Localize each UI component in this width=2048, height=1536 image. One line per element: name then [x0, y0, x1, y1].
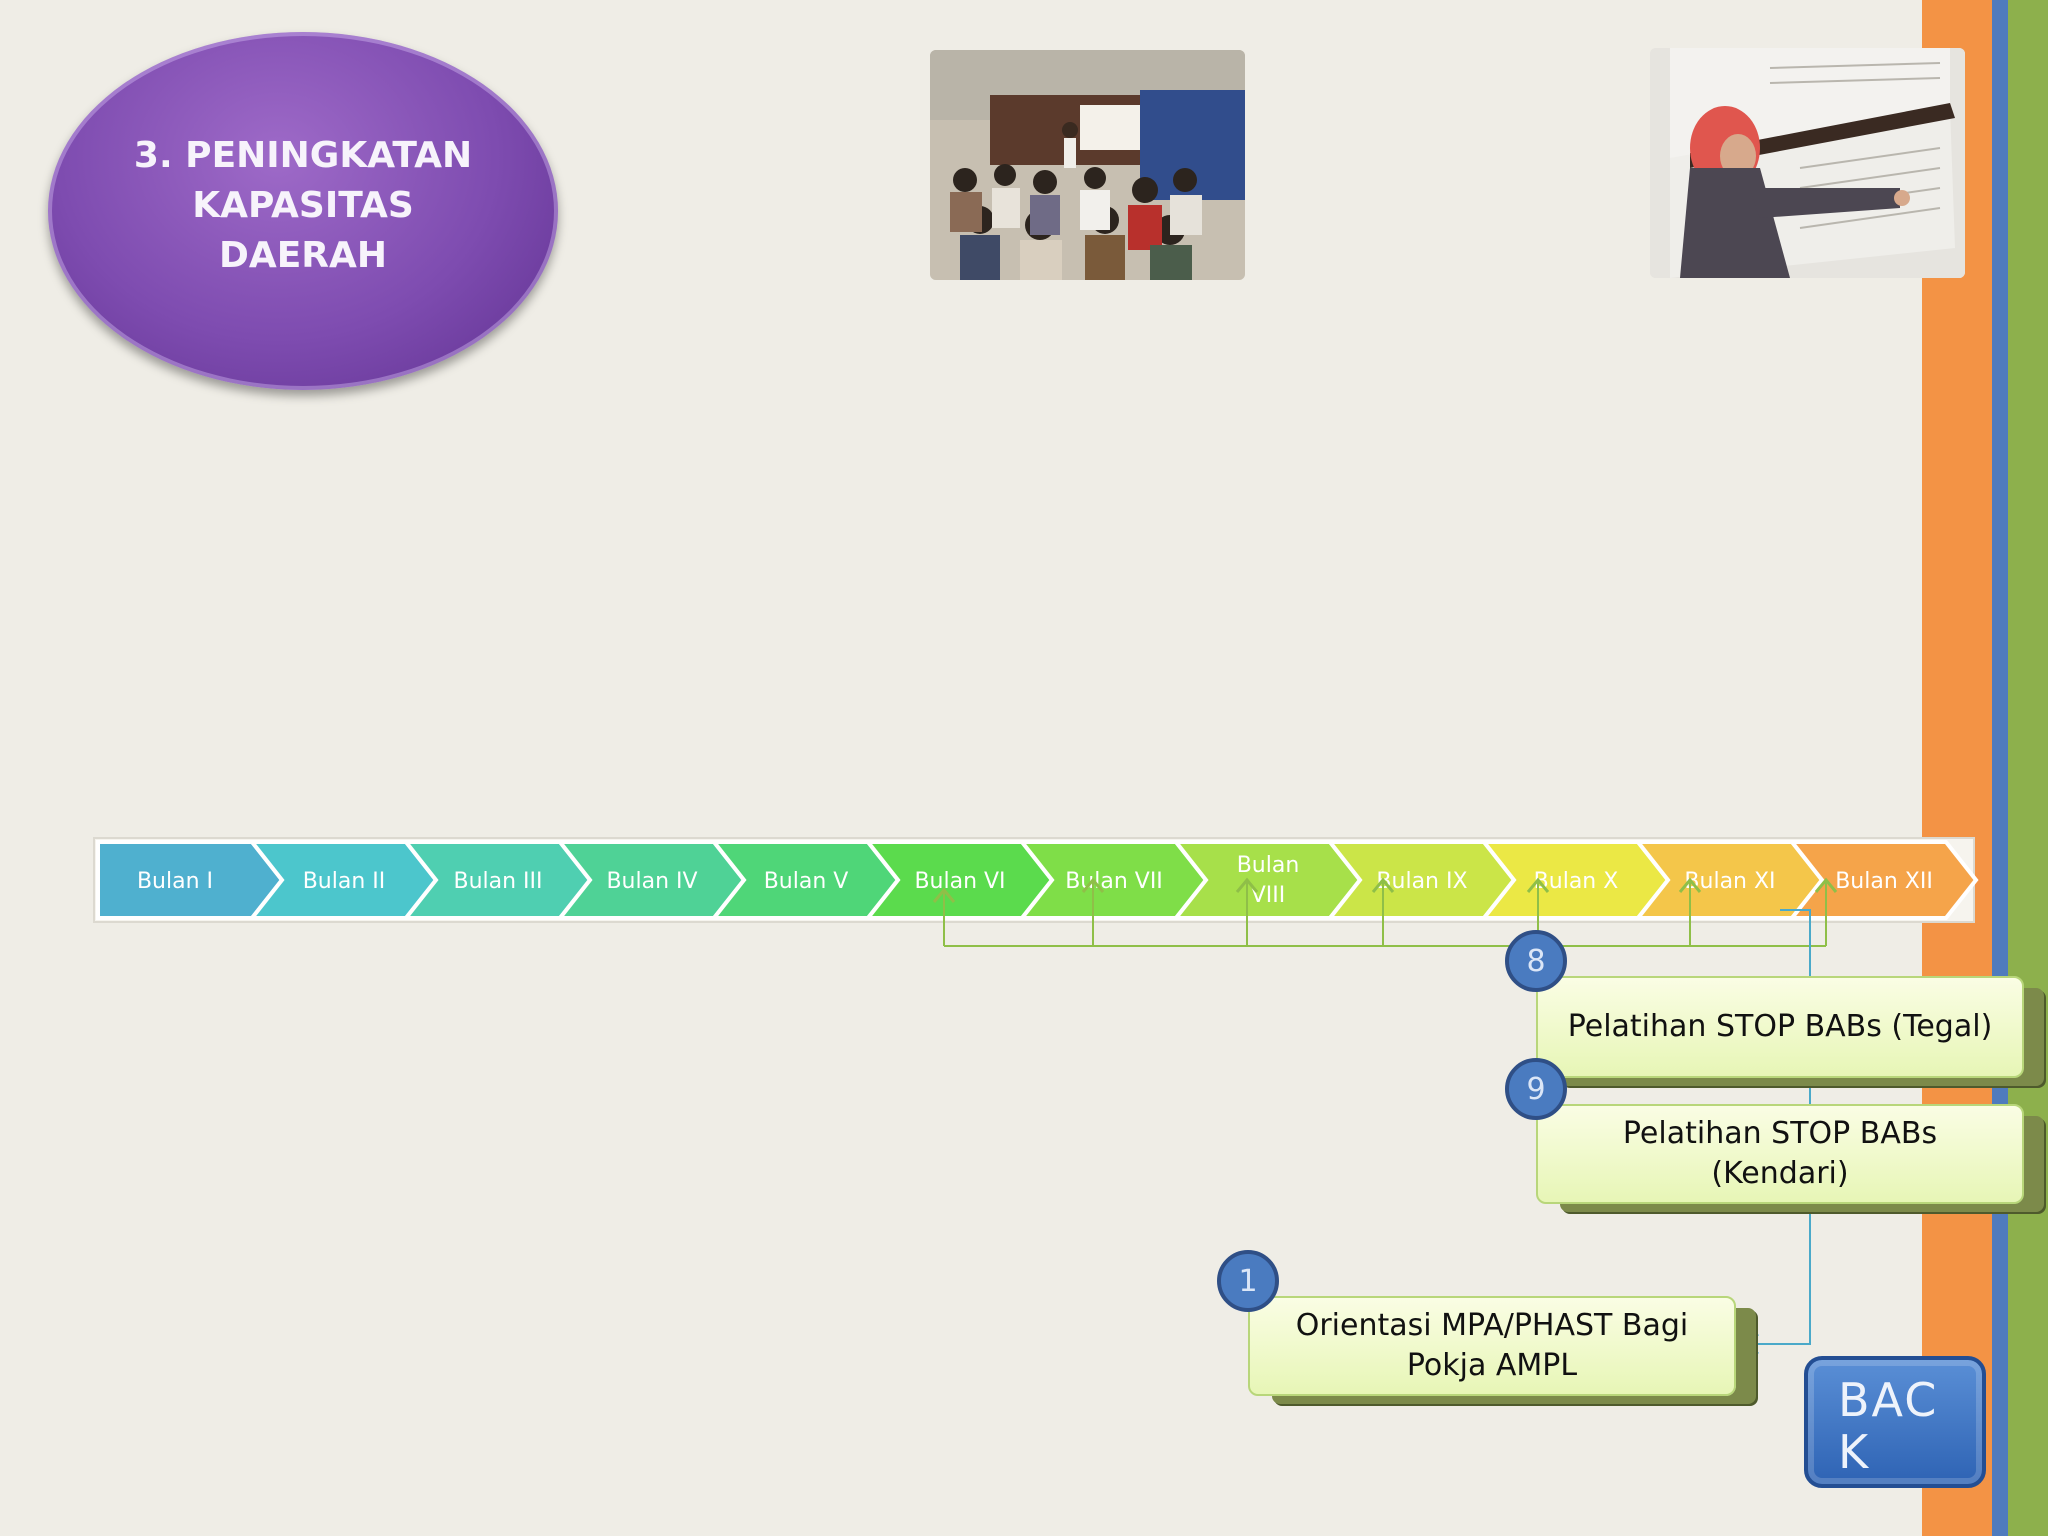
timeline-month-label: Bulan XII — [1835, 869, 1933, 894]
back-button-label: BACK — [1838, 1373, 1939, 1479]
activity-number-badge: 8 — [1505, 930, 1567, 992]
training-classroom-illustration — [930, 50, 1245, 280]
connector-blue-arrowhead — [1742, 1332, 1759, 1356]
timeline-chevron — [1787, 840, 1979, 920]
activity-number-badge: 9 — [1505, 1058, 1567, 1120]
timeline-month-label: Bulan II — [303, 869, 386, 894]
timeline-month-label: Bulan III — [453, 869, 542, 894]
activity-label-mpa: Orientasi MPA/PHAST Bagi Pokja AMPL — [1295, 1308, 1689, 1383]
timeline-month-label: Bulan VII — [1065, 869, 1163, 894]
timeline-month-label: Bulan I — [137, 869, 213, 894]
title-oval: 3. PENINGKATAN KAPASITAS DAERAH — [48, 32, 558, 390]
activity-number-badge: 1 — [1217, 1250, 1279, 1312]
timeline-month-label: Bulan VI — [914, 869, 1005, 894]
page-title: 3. PENINGKATAN KAPASITAS DAERAH — [133, 135, 473, 276]
side-stripe-green — [2008, 0, 2048, 1536]
timeline-month-label: Bulan V — [764, 869, 849, 894]
activity-label-tegal: Pelatihan STOP BABs (Tegal) — [1567, 1009, 1993, 1044]
activity-callout-mpa[interactable]: Orientasi MPA/PHAST Bagi Pokja AMPL — [1248, 1296, 1736, 1396]
flipchart-illustration — [1650, 48, 1965, 278]
training-classroom-photo — [930, 50, 1245, 280]
flipchart-photo — [1650, 48, 1965, 278]
activity-callout-tegal[interactable]: Pelatihan STOP BABs (Tegal) — [1536, 976, 2024, 1078]
back-button[interactable]: BACK — [1804, 1356, 1986, 1488]
activity-label-kendari: Pelatihan STOP BABs (Kendari) — [1622, 1116, 1938, 1191]
activity-callout-kendari[interactable]: Pelatihan STOP BABs (Kendari) — [1536, 1104, 2024, 1204]
timeline-month-label: Bulan IV — [606, 869, 697, 894]
connector-arrowheads — [932, 877, 1838, 903]
